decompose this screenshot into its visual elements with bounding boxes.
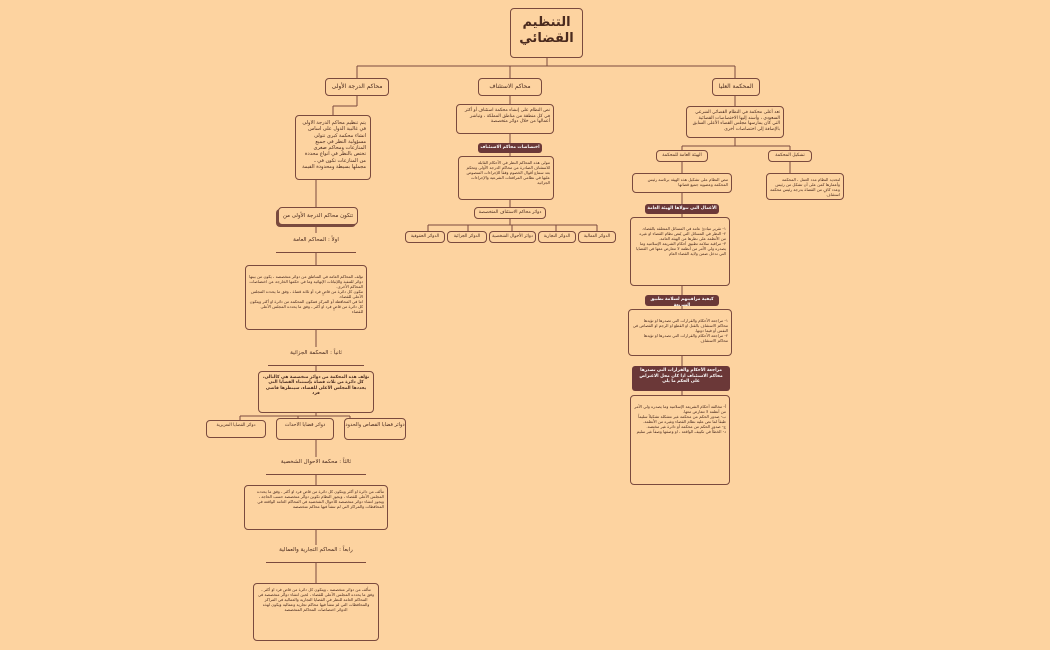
first-criminal-title-text: ثانياً : المحكمة الجزائية bbox=[290, 350, 342, 356]
supreme-tasks-title[interactable]: الأعمال التي تتولاها الهيئة العامة bbox=[645, 204, 719, 214]
branch-appeal-label: محاكم الاستئناف bbox=[489, 83, 531, 90]
supreme-formation-desc-text: لتحديد النظام مدد العمل ، المحكمة وأعمار… bbox=[770, 177, 840, 197]
first-personal-desc-node[interactable]: تتألف من دائرة او أكثر ويتكون كل دائرة م… bbox=[244, 485, 388, 530]
first-general-desc-text: تؤلف المحاكم العامة في المناطق من دوائر … bbox=[249, 274, 363, 314]
first-commercial-desc-text: تتألف من دوائر متخصصة ، ويتكون كل دائرة … bbox=[257, 587, 375, 612]
supreme-desc-text: تعد أعلى محكمة في النظام القضائي الشرعي … bbox=[692, 110, 780, 132]
supreme-review-desc-node[interactable]: ١- مراجعة الأحكام والقرارات التي تصدرها … bbox=[628, 309, 732, 356]
appeal-jurisdiction-title-text: اختصاصات محاكم الاستئناف bbox=[480, 144, 540, 150]
criminal-circuit-label: دوائر القضايا التعزيرية bbox=[216, 423, 256, 428]
appeal-circuit-item[interactable]: دوائر الأحوال الشخصية bbox=[489, 231, 536, 243]
appeal-jurisdiction-title[interactable]: اختصاصات محاكم الاستئناف bbox=[478, 143, 542, 153]
supreme-review-title[interactable]: كيفية مراقبتهم لسلامة تطبيق الشريعة bbox=[645, 295, 719, 306]
first-general-title-text: اولاً : المحاكم العامة bbox=[293, 237, 339, 243]
supreme-objection-desc-text: أ- مخالفة أحكام الشريعة الإسلامية وما يص… bbox=[634, 404, 726, 434]
supreme-review-desc-text: ١- مراجعة الأحكام والقرارات التي تصدرها … bbox=[632, 318, 728, 343]
supreme-desc-node[interactable]: تعد أعلى محكمة في النظام القضائي الشرعي … bbox=[686, 106, 784, 138]
appeal-circuit-label: الدوائر الجزائية bbox=[453, 234, 481, 239]
criminal-circuit-item[interactable]: دوائر القضايا التعزيرية bbox=[206, 420, 266, 438]
supreme-general-body-desc-node[interactable]: تنص النظام على تشكيل هذه الهيئة برئاسة ر… bbox=[632, 173, 732, 193]
first-general-title[interactable]: اولاً : المحاكم العامة bbox=[276, 237, 356, 253]
appeal-desc-node[interactable]: نص النظام على إنشاء محكمة استئناف أو أكث… bbox=[456, 104, 554, 134]
supreme-general-body-desc-text: تنص النظام على تشكيل هذه الهيئة برئاسة ر… bbox=[647, 177, 728, 187]
branch-first-degree-courts[interactable]: محاكم الدرجة الأولى bbox=[325, 78, 389, 96]
appeal-circuit-item[interactable]: الدوائر الجزائية bbox=[447, 231, 487, 243]
appeal-desc-text: نص النظام على إنشاء محكمة استئناف أو أكث… bbox=[464, 108, 550, 125]
supreme-objection-title[interactable]: مراجعة الأحكام والقرارات التي تصدرها محا… bbox=[632, 366, 730, 391]
supreme-tasks-desc-node[interactable]: ١- تقرير مبادئ عامة في المسائل المتعلقة … bbox=[630, 217, 730, 286]
criminal-circuit-label: دوائر قضايا القصاص والحدود bbox=[345, 422, 405, 428]
appeal-circuit-item[interactable]: الدوائر الحقوقية bbox=[405, 231, 445, 243]
first-personal-title-text: ثالثاً : محكمة الاحوال الشخصية bbox=[280, 459, 352, 465]
branch-supreme-label: المحكمة العليا bbox=[718, 83, 754, 90]
first-desc-node[interactable]: يتم تنظيم محاكم الدرجة الاولى في غالبية … bbox=[295, 115, 371, 180]
appeal-circuits-title-text: دوائر محاكم الاستئناف المتخصصة bbox=[478, 210, 542, 215]
first-general-desc-node[interactable]: تؤلف المحاكم العامة في المناطق من دوائر … bbox=[245, 265, 367, 330]
supreme-general-body-label: الهيئة العامة للمحكمة bbox=[662, 153, 702, 158]
supreme-tasks-title-text: الأعمال التي تتولاها الهيئة العامة bbox=[647, 205, 717, 211]
supreme-formation-desc-node[interactable]: لتحديد النظام مدد العمل ، المحكمة وأعمار… bbox=[766, 173, 844, 200]
appeal-circuit-label: الدوائر العمالية bbox=[583, 234, 611, 239]
first-composed-title-node[interactable]: تتكون محاكم الدرجة الأولى من bbox=[278, 207, 358, 225]
supreme-tasks-desc-text: ١- تقرير مبادئ عامة في المسائل المتعلقة … bbox=[636, 226, 726, 256]
root-title: التنظيم القضائي bbox=[519, 15, 574, 47]
branch-appeal-courts[interactable]: محاكم الاستئناف bbox=[478, 78, 542, 96]
appeal-circuit-label: الدوائر التجارية bbox=[543, 234, 571, 239]
root-node[interactable]: التنظيم القضائي bbox=[510, 8, 583, 58]
first-criminal-title[interactable]: ثانياً : المحكمة الجزائية bbox=[268, 350, 364, 366]
appeal-circuits-title-node[interactable]: دوائر محاكم الاستئناف المتخصصة bbox=[474, 207, 546, 219]
first-composed-title-text: تتكون محاكم الدرجة الأولى من bbox=[282, 213, 354, 219]
first-criminal-desc-text: تؤلف هذه المحكمة من دوائر متخصصة هي كالت… bbox=[262, 375, 370, 397]
appeal-circuit-label: الدوائر الحقوقية bbox=[410, 234, 440, 239]
supreme-formation-node[interactable]: تشكيل المحكمة bbox=[768, 150, 812, 162]
supreme-formation-label: تشكيل المحكمة bbox=[775, 153, 805, 158]
appeal-jurisdiction-desc-node[interactable]: تتولى هذه المحاكم النظر في الأحكام القاب… bbox=[458, 156, 554, 200]
criminal-circuit-item[interactable]: دوائر قضايا القصاص والحدود bbox=[344, 418, 406, 440]
first-personal-title[interactable]: ثالثاً : محكمة الاحوال الشخصية bbox=[266, 459, 366, 475]
first-personal-desc-text: تتألف من دائرة او أكثر ويتكون كل دائرة م… bbox=[257, 489, 384, 509]
supreme-objection-title-text: مراجعة الأحكام والقرارات التي تصدرها محا… bbox=[639, 368, 723, 385]
appeal-circuit-label: دوائر الأحوال الشخصية bbox=[492, 234, 533, 239]
supreme-review-title-text: كيفية مراقبتهم لسلامة تطبيق الشريعة bbox=[650, 297, 714, 306]
appeal-jurisdiction-desc-text: تتولى هذه المحاكم النظر في الأحكام القاب… bbox=[466, 160, 550, 185]
supreme-objection-desc-node[interactable]: أ- مخالفة أحكام الشريعة الإسلامية وما يص… bbox=[630, 395, 730, 485]
supreme-general-body-node[interactable]: الهيئة العامة للمحكمة bbox=[656, 150, 708, 162]
first-commercial-title[interactable]: رابعاً : المحاكم التجارية والعمالية bbox=[266, 547, 366, 563]
first-commercial-desc-node[interactable]: تتألف من دوائر متخصصة ، ويتكون كل دائرة … bbox=[253, 583, 379, 641]
branch-supreme-court[interactable]: المحكمة العليا bbox=[712, 78, 760, 96]
first-commercial-title-text: رابعاً : المحاكم التجارية والعمالية bbox=[279, 547, 353, 553]
branch-first-label: محاكم الدرجة الأولى bbox=[331, 83, 383, 90]
first-desc-text: يتم تنظيم محاكم الدرجة الاولى في غالبية … bbox=[302, 120, 366, 170]
appeal-circuit-item[interactable]: الدوائر التجارية bbox=[538, 231, 576, 243]
criminal-circuit-item[interactable]: دوائر قضايا الاحداث bbox=[276, 418, 334, 440]
first-criminal-desc-node[interactable]: تؤلف هذه المحكمة من دوائر متخصصة هي كالت… bbox=[258, 371, 374, 413]
criminal-circuit-label: دوائر قضايا الاحداث bbox=[284, 422, 326, 428]
appeal-circuit-item[interactable]: الدوائر العمالية bbox=[578, 231, 616, 243]
